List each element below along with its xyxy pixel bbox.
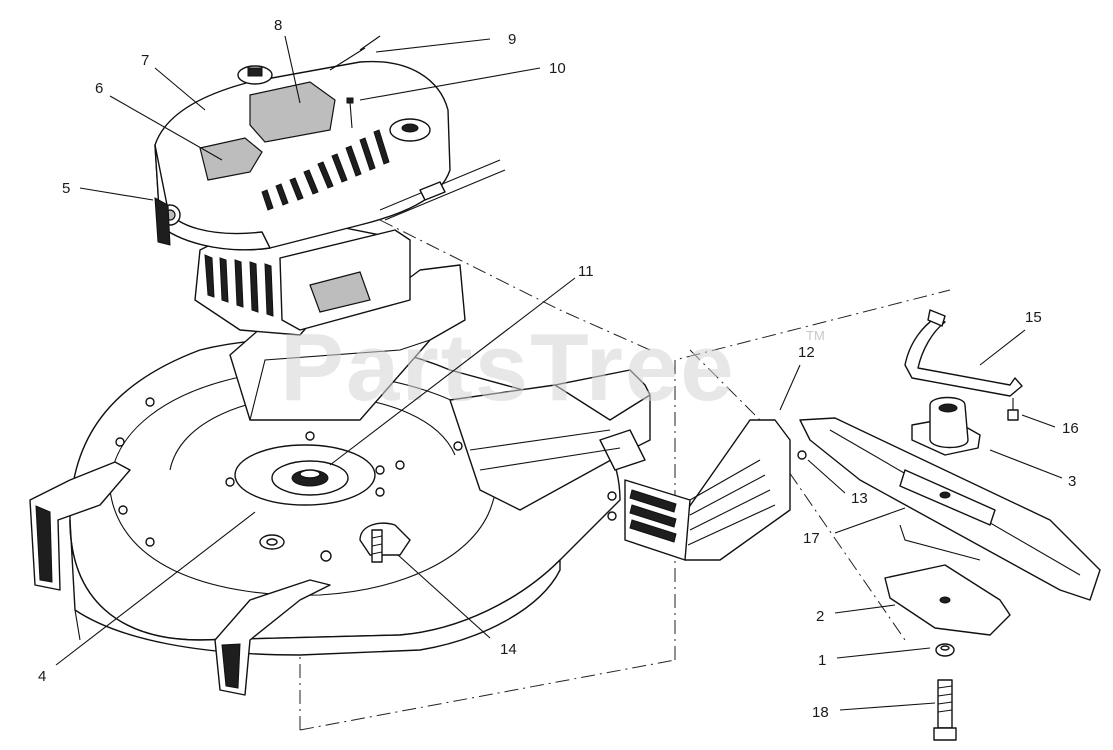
callout-16: 16	[1062, 420, 1079, 437]
callout-4: 4	[38, 668, 46, 685]
callout-3: 3	[1068, 473, 1076, 490]
mower-deck	[29, 264, 651, 696]
callout-9: 9	[508, 31, 516, 48]
callout-labels: 9 10 8 7 6 5 11 12 15 16 3 13 17 2 1 18 …	[38, 17, 1079, 721]
callout-8: 8	[274, 17, 282, 34]
leader-lines	[55, 35, 1063, 711]
callout-10: 10	[549, 60, 566, 77]
callout-5: 5	[62, 180, 70, 197]
engine-clamp	[904, 309, 1023, 397]
callout-7: 7	[141, 52, 149, 69]
callout-13: 13	[851, 490, 868, 507]
callout-11: 11	[578, 263, 594, 280]
callout-18: 18	[812, 704, 829, 721]
callout-12: 12	[798, 344, 815, 361]
blade-stiffener	[884, 524, 1011, 636]
shroud-vents	[261, 129, 390, 211]
discharge-deflector	[607, 419, 791, 561]
callout-2: 2	[816, 608, 824, 625]
blade-adapter	[911, 396, 981, 456]
watermark-brand: PartsTree	[280, 314, 736, 421]
partstree-watermark: PartsTree TM	[280, 314, 825, 421]
cooling-fins	[204, 254, 274, 317]
engine	[154, 35, 506, 336]
deck-bolt-holes	[115, 397, 463, 562]
watermark-trademark: TM	[806, 328, 825, 343]
mower-blade	[799, 417, 1101, 601]
callout-14: 14	[500, 641, 517, 658]
fasteners	[371, 398, 1019, 741]
callout-6: 6	[95, 80, 103, 97]
callout-17: 17	[803, 530, 820, 547]
callout-15: 15	[1025, 309, 1042, 326]
callout-1: 1	[818, 652, 826, 669]
